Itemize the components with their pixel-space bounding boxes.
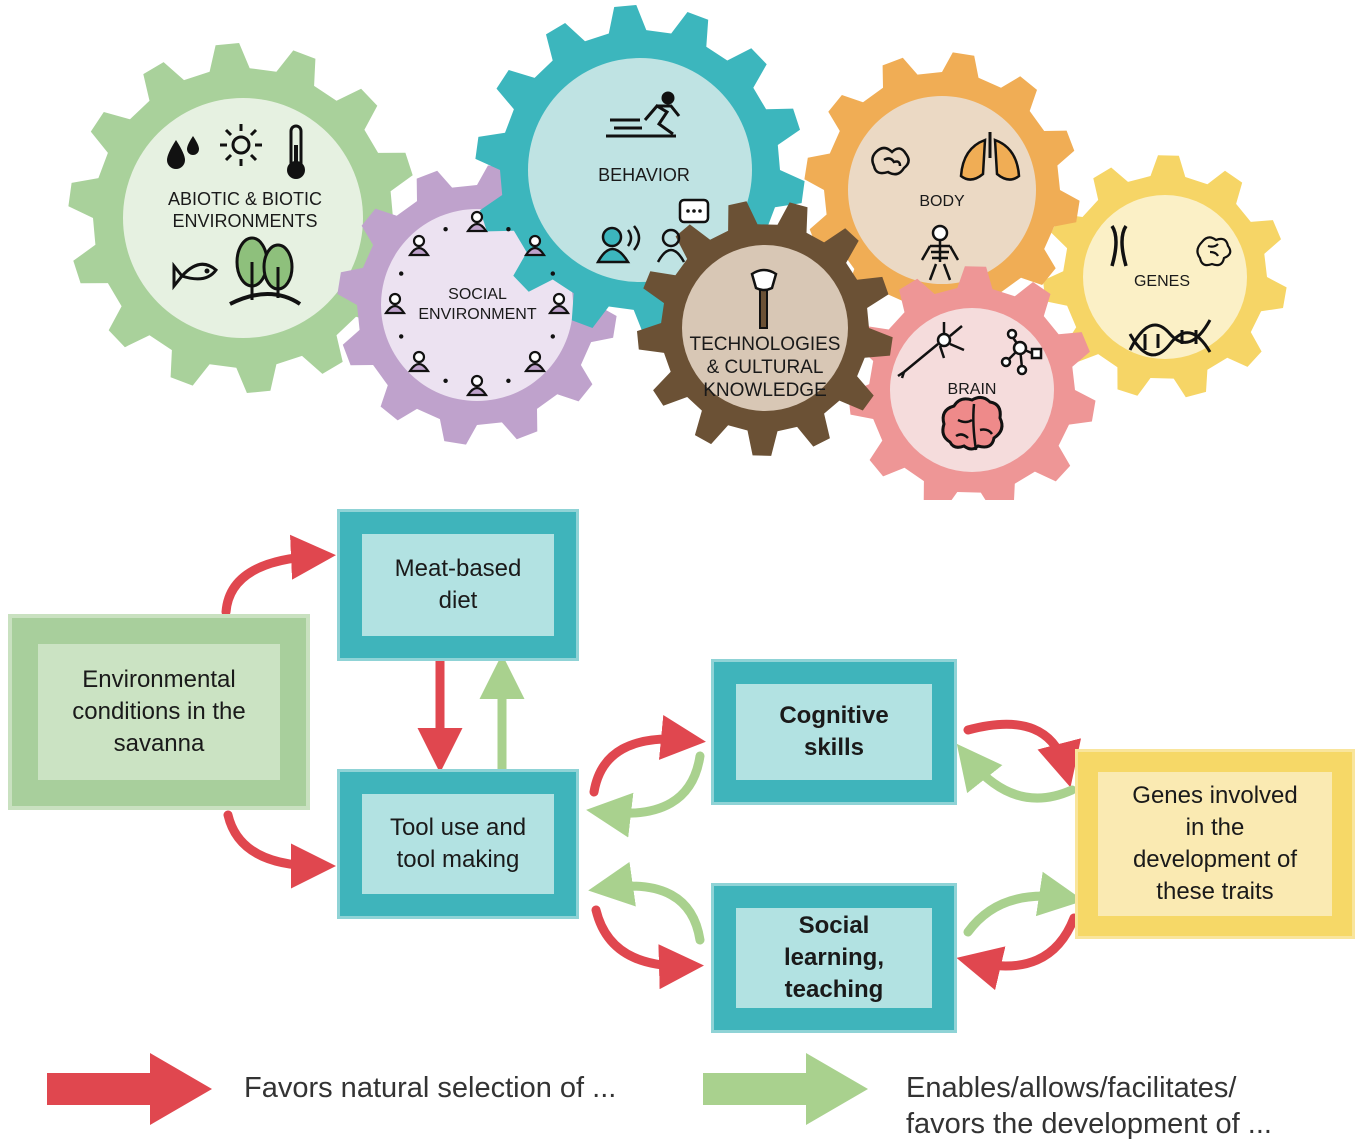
person-icon — [547, 292, 571, 315]
ring-dot — [506, 378, 511, 383]
social-label-line2: ENVIRONMENT — [418, 305, 537, 323]
ring-dot — [550, 271, 555, 276]
arrow-genes-to-social — [956, 913, 1079, 991]
genes-line1: Genes involved — [1132, 782, 1298, 810]
meat-line1: Meat-based — [394, 555, 522, 583]
genes-box: Genes involved in the development of the… — [1078, 752, 1352, 936]
lungs-icon — [959, 132, 1021, 181]
tool-line2: tool making — [396, 846, 520, 873]
network-icon — [1000, 328, 1043, 376]
running-person-icon — [606, 91, 681, 138]
legend-green-arrow — [703, 1053, 868, 1125]
tool-line1: Tool use and — [389, 814, 527, 842]
person-icon — [407, 350, 431, 373]
body-gear-label: BODY — [919, 193, 965, 210]
chatting-person-icon — [656, 198, 710, 263]
arrow-tool-to-cognitive — [589, 715, 706, 797]
ring-dot — [399, 271, 404, 276]
environment-line2: conditions in the — [72, 698, 246, 726]
skeleton-icon — [920, 224, 960, 281]
cell-icon — [1196, 236, 1232, 267]
dna-icon — [1128, 319, 1212, 357]
speaking-person-icon — [595, 225, 641, 264]
tool-use-box: Tool use and tool making — [340, 772, 576, 916]
ring-dot — [443, 378, 448, 383]
brain-gear-label: BRAIN — [947, 381, 997, 398]
technologies-label-line3: KNOWLEDGE — [703, 380, 827, 402]
cognitive-line2: skills — [803, 734, 865, 761]
cognitive-line1: Cognitive — [779, 702, 889, 730]
genes-gear-label: GENES — [1133, 273, 1190, 290]
meat-diet-box: Meat-based diet — [340, 512, 576, 658]
legend-green-label-line1: Enables/allows/facilitates/ — [906, 1072, 1237, 1104]
legend-red-label: Favors natural selection of ... — [244, 1072, 617, 1104]
abiotic-gear-label: ABIOTIC & BIOTIC ENVIRONMENTS — [140, 189, 350, 233]
person-icon — [465, 210, 489, 233]
social-learning-box: Social learning, teaching — [714, 886, 954, 1030]
arrow-social-to-genes — [963, 871, 1084, 937]
social-line2: learning, — [783, 944, 885, 972]
person-icon — [465, 374, 489, 397]
social-label-line1: SOCIAL — [448, 286, 507, 303]
cognitive-skills-box: Cognitive skills — [714, 662, 954, 802]
abiotic-label-line2: ENVIRONMENTS — [172, 210, 318, 231]
ring-dot — [399, 334, 404, 339]
legend-green-label: Enables/allows/facilitates/ favors the d… — [906, 1070, 1272, 1143]
abiotic-label-line1: ABIOTIC & BIOTIC — [167, 189, 323, 209]
brain-icon — [941, 395, 1004, 451]
arrow-env-to-meat — [221, 534, 336, 617]
trees-icon — [229, 236, 302, 306]
arrow-social-to-tool — [588, 861, 705, 945]
neuron-icon — [897, 322, 965, 379]
social-line1: Social — [798, 912, 870, 940]
environment-line1: Environmental — [82, 666, 236, 694]
person-icon — [383, 292, 407, 315]
person-icon — [523, 234, 547, 257]
genes-line3: development of — [1132, 846, 1298, 873]
person-icon — [407, 234, 431, 257]
meat-line2: diet — [438, 587, 478, 614]
arrow-env-to-tool — [223, 810, 336, 889]
ring-dot — [550, 334, 555, 339]
behavior-gear-center — [528, 58, 752, 282]
legend-red-arrow — [47, 1053, 212, 1125]
environment-line3: savanna — [113, 729, 205, 757]
intestine-icon — [871, 146, 910, 176]
technologies-label-line2: & CULTURAL — [706, 357, 824, 379]
arrow-cognitive-to-tool — [586, 751, 705, 838]
technologies-gear-label: TECHNOLOGIES & CULTURAL KNOWLEDGE — [680, 333, 850, 403]
gears-graphic — [68, 5, 1287, 500]
genes-line4: these traits — [1156, 877, 1274, 905]
water-drops-icon — [167, 136, 199, 169]
technologies-label-line1: TECHNOLOGIES — [689, 334, 841, 355]
ring-dot — [443, 227, 448, 232]
behavior-gear-label: BEHAVIOR — [598, 165, 690, 185]
stone-axe-icon — [750, 268, 778, 329]
environment-box: Environmental conditions in the savanna — [12, 618, 306, 806]
arrow-genes-to-cognitive — [956, 743, 1077, 803]
arrow-tool-to-social — [591, 905, 704, 990]
person-icon — [523, 350, 547, 373]
legend-green-label-line2: favors the development of ... — [906, 1108, 1272, 1141]
social-line3: teaching — [784, 975, 884, 1003]
arrow-cognitive-to-genes — [963, 719, 1082, 788]
thermometer-icon — [287, 124, 305, 179]
genes-line2: in the — [1185, 814, 1245, 842]
ring-dot — [506, 227, 511, 232]
social-gear-label: SOCIAL ENVIRONMENT — [390, 285, 565, 324]
chromosome-icon — [1110, 225, 1128, 267]
sun-icon — [220, 124, 262, 166]
fish-icon — [172, 261, 219, 291]
